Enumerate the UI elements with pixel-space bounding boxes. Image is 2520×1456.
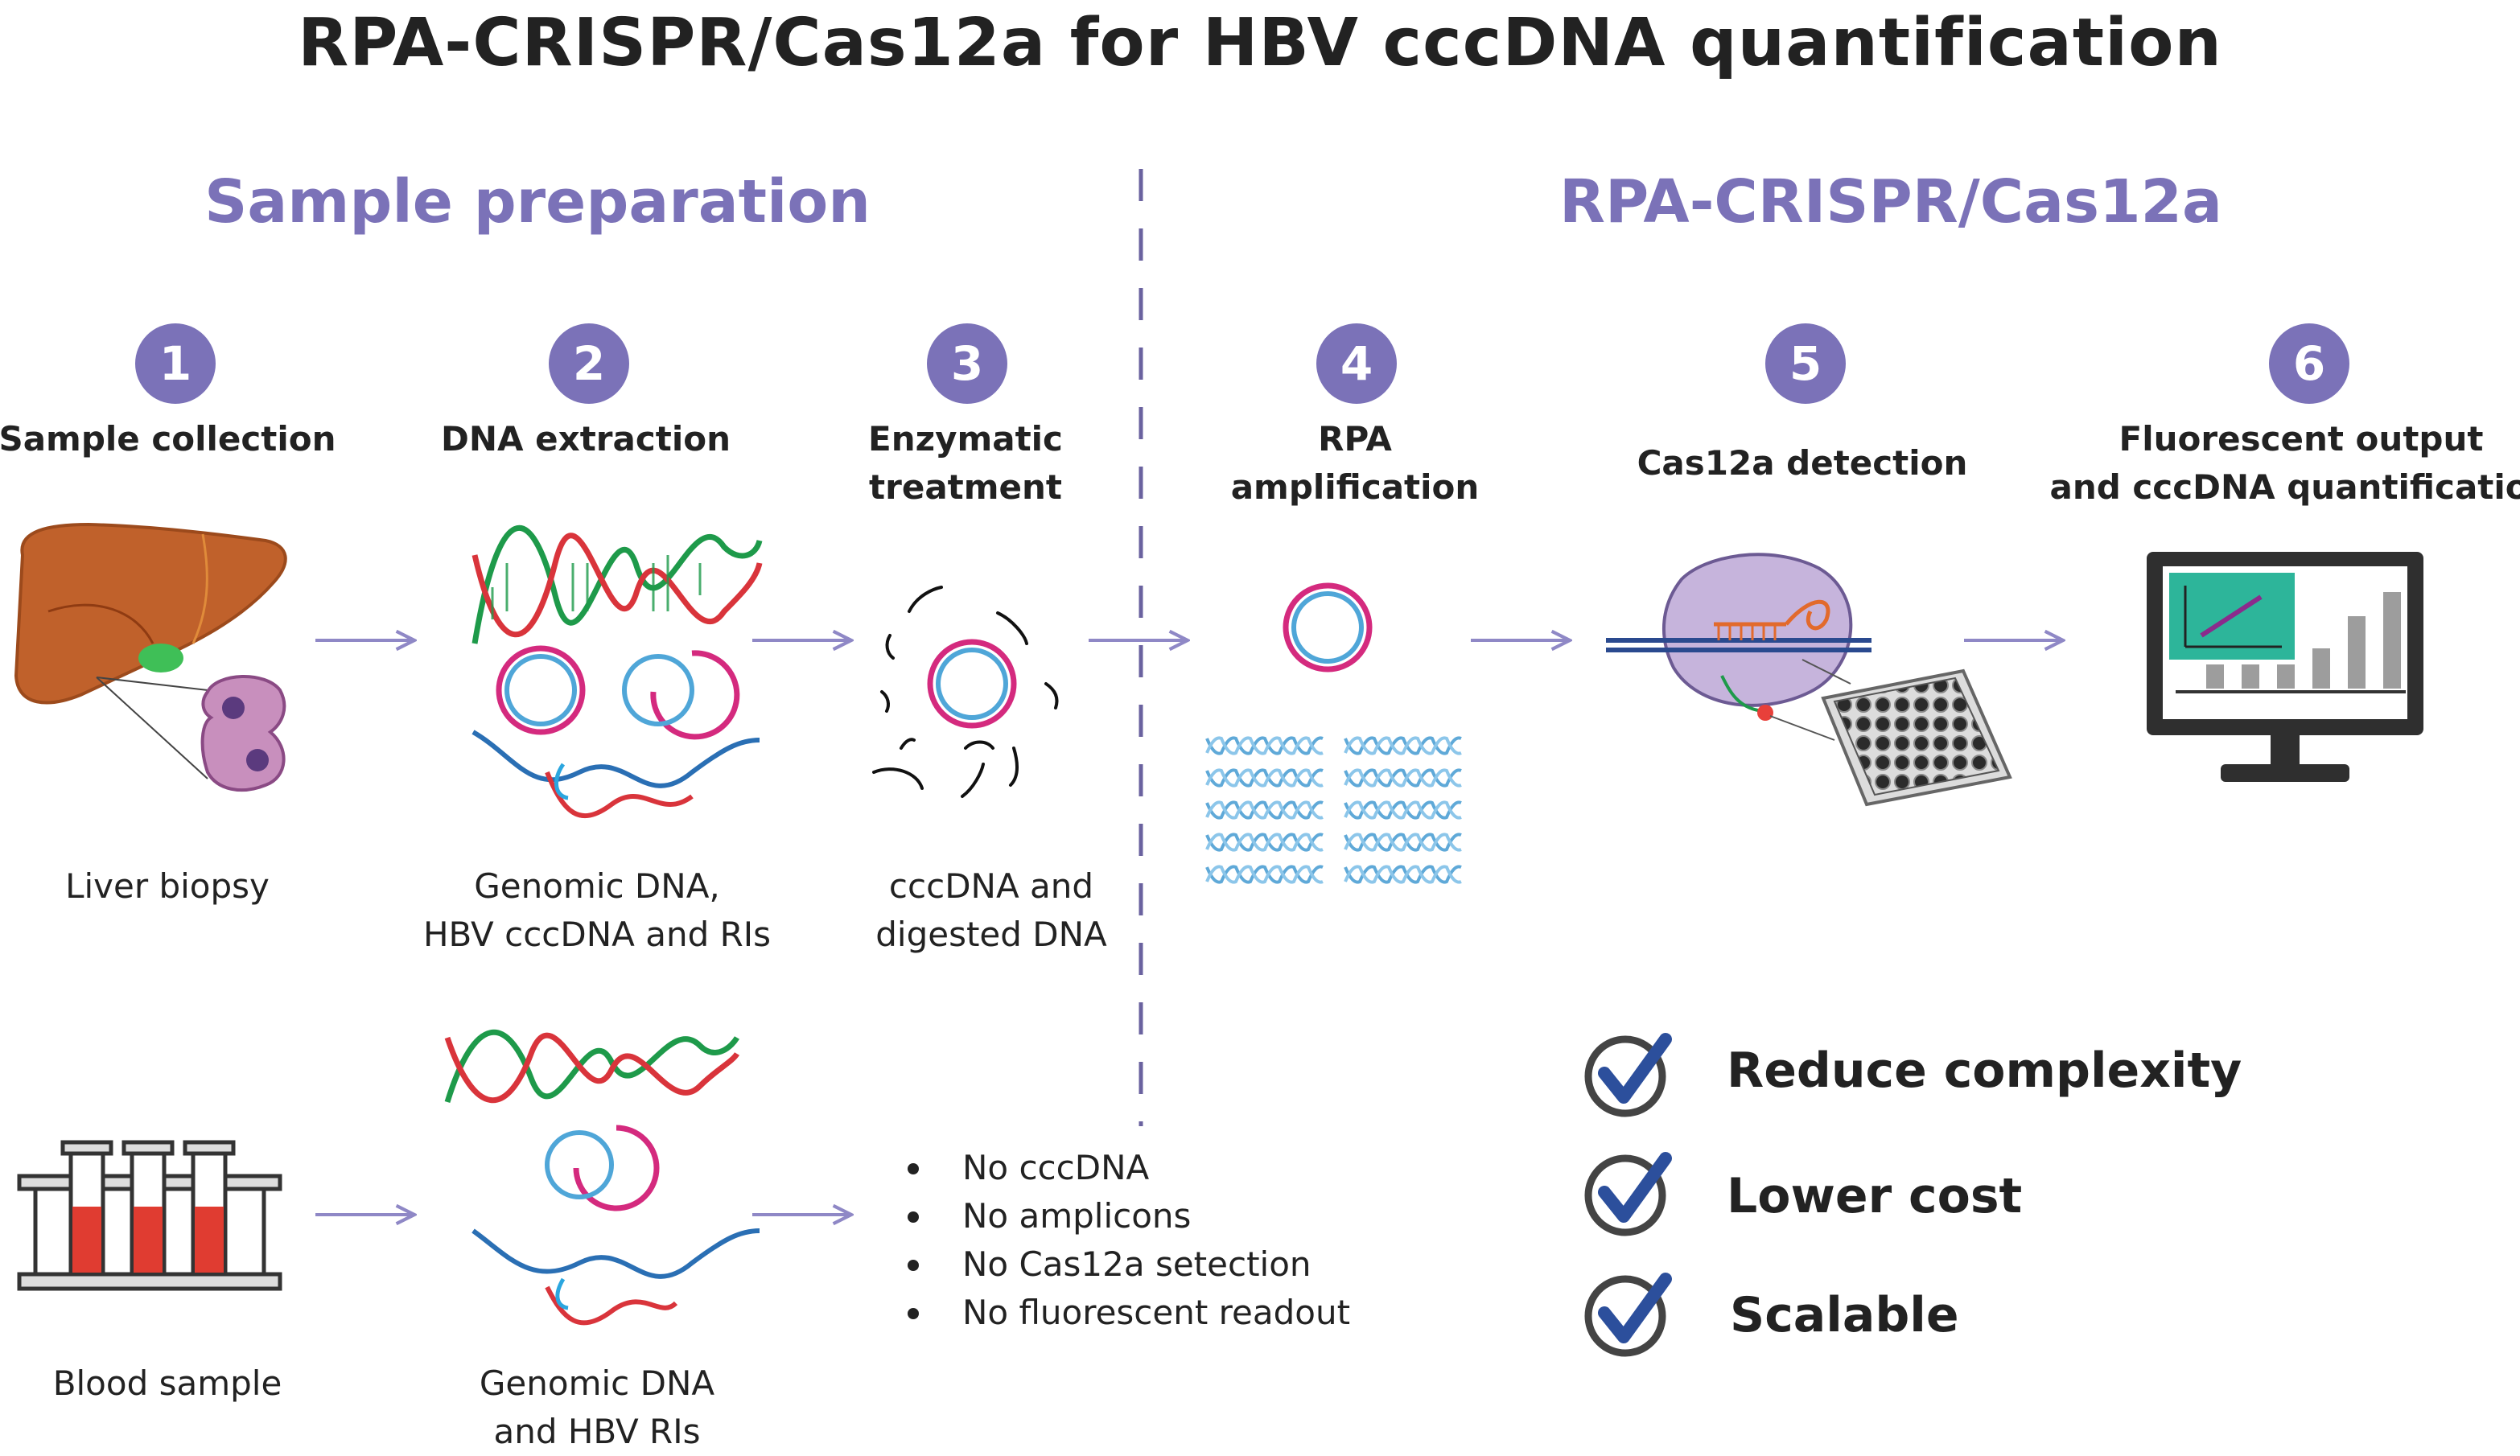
step-label-1: Sample collection: [0, 419, 336, 459]
step-label-2: DNA extraction: [441, 419, 731, 459]
step-number: 4: [1340, 336, 1373, 391]
negative-result-item: No fluorescent readout: [901, 1289, 1350, 1337]
rpa-amplicon-helix: [1344, 833, 1462, 852]
genomic-dna-liver-icon: [471, 525, 763, 819]
caption-cccdna-digested: cccDNA and digested DNA: [875, 866, 1107, 954]
rpa-amplicon-helix: [1344, 865, 1462, 884]
section-title-sample-preparation: Sample preparation: [204, 167, 871, 236]
step-number: 6: [2293, 336, 2325, 391]
negative-result-item: No Cas12a setection: [901, 1240, 1350, 1289]
benefit-scalable: Scalable: [1730, 1287, 1959, 1343]
rpa-amplicon-helix: [1344, 768, 1462, 788]
benefit-lower-cost: Lower cost: [1727, 1168, 2023, 1224]
step-number: 3: [951, 336, 983, 391]
step-number-badge-1: 1: [135, 323, 216, 404]
rpa-amplicon-icon: [1205, 582, 1462, 884]
monitor-chart-icon: [2147, 552, 2423, 782]
genomic-dna-blood-icon: [444, 1029, 760, 1326]
benefit-reduce-complexity: Reduce complexity: [1727, 1043, 2242, 1099]
rpa-amplicon-helix: [1205, 736, 1324, 755]
step-number-badge-2: 2: [549, 323, 629, 404]
rpa-amplicon-helix: [1344, 736, 1462, 755]
step-label-6: Fluorescent output and cccDNA quantifica…: [2049, 419, 2520, 507]
section-title-rpa-crispr: RPA-CRISPR/Cas12a: [1559, 167, 2222, 236]
step-number-badge-3: 3: [927, 323, 1007, 404]
blood-tube: [121, 1140, 175, 1277]
caption-genomic-blood: Genomic DNA and HBV RIs: [479, 1363, 715, 1451]
step-label-3: Enzymatic treatment: [868, 419, 1063, 507]
step-number-badge-4: 4: [1316, 323, 1397, 404]
hepatocyte-icon: [96, 675, 286, 792]
step-number-badge-5: 5: [1765, 323, 1846, 404]
blood-tube: [60, 1140, 113, 1277]
rpa-amplicon-helix: [1205, 833, 1324, 852]
checkmark-icon: [1584, 1152, 1672, 1236]
step-label-5: Cas12a detection: [1637, 443, 1968, 483]
cccdna-digested-icon: [872, 586, 1059, 798]
blood-tube: [183, 1140, 236, 1277]
step-number-badge-6: 6: [2269, 323, 2349, 404]
liver-icon: [14, 522, 287, 705]
step-number: 5: [1789, 336, 1822, 391]
checkmark-icon: [1584, 1273, 1672, 1357]
rpa-amplicon-helix: [1344, 800, 1462, 820]
step-number: 2: [573, 336, 605, 391]
rpa-amplicon-helix: [1205, 768, 1324, 788]
caption-blood-sample: Blood sample: [52, 1363, 282, 1403]
negative-results-list: No cccDNA No amplicons No Cas12a setecti…: [901, 1144, 1350, 1337]
benefit-checks: [1584, 1033, 1672, 1357]
step-badges: 1 2 3 4 5 6: [135, 323, 2349, 404]
test-tube-rack-icon: [17, 1140, 282, 1291]
cas12a-detection-icon: [1606, 553, 1871, 741]
caption-liver-biopsy: Liver biopsy: [65, 866, 270, 906]
negative-result-item: No cccDNA: [901, 1144, 1350, 1192]
caption-genomic-liver: Genomic DNA, HBV cccDNA and RIs: [422, 866, 772, 954]
well-plate-icon: [1821, 668, 2012, 807]
page-title: RPA-CRISPR/Cas12a for HBV cccDNA quantif…: [298, 5, 2222, 81]
step-number: 1: [159, 336, 191, 391]
step-label-4: RPA amplification: [1230, 419, 1480, 507]
rpa-amplicon-helix: [1205, 865, 1324, 884]
flow-arrows: [315, 640, 2063, 1215]
rpa-amplicon-helix: [1205, 800, 1324, 820]
checkmark-icon: [1584, 1033, 1672, 1117]
negative-result-item: No amplicons: [901, 1192, 1350, 1240]
